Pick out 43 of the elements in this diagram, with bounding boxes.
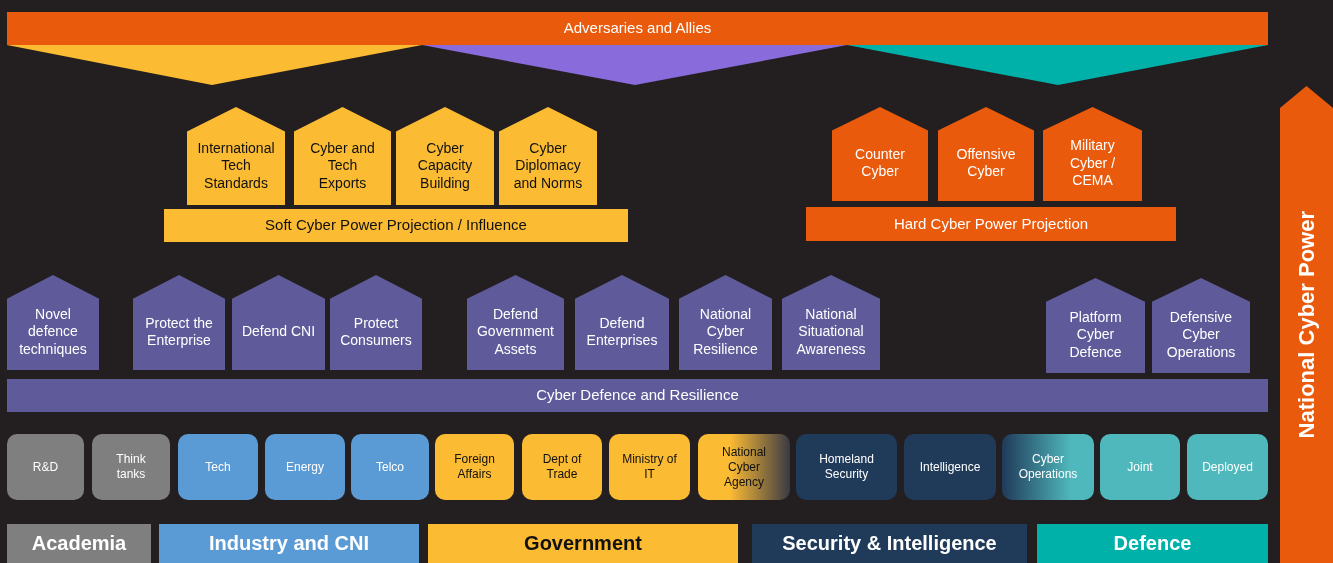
organisation-tile: Think tanks — [92, 434, 170, 500]
house-shape: National Cyber Resilience — [679, 275, 772, 370]
house-shape: Counter Cyber — [832, 107, 928, 201]
organisation-tile: R&D — [7, 434, 84, 500]
house-shape: Offensive Cyber — [938, 107, 1034, 201]
organisation-tile: Deployed — [1187, 434, 1268, 500]
category-bar: Hard Cyber Power Projection — [806, 207, 1176, 241]
organisation-tile: National Cyber Agency — [698, 434, 790, 500]
triangle — [847, 45, 1268, 85]
house-shape: Platform Cyber Defence — [1046, 278, 1145, 373]
house-shape: Defensive Cyber Operations — [1152, 278, 1250, 373]
organisation-tile: Telco — [351, 434, 429, 500]
category-bar: Soft Cyber Power Projection / Influence — [164, 209, 628, 242]
organisation-tile: Intelligence — [904, 434, 996, 500]
house-shape: Novel defence techniques — [7, 275, 99, 370]
sector-bar: Academia — [7, 524, 151, 563]
house-shape: Cyber and Tech Exports — [294, 107, 391, 205]
sector-bar: Government — [428, 524, 738, 563]
house-shape: International Tech Standards — [187, 107, 285, 205]
organisation-tile: Energy — [265, 434, 345, 500]
organisation-tile: Homeland Security — [796, 434, 897, 500]
banner-bar: Adversaries and Allies — [7, 12, 1268, 45]
organisation-tile: Dept of Trade — [522, 434, 602, 500]
house-shape: Defend Enterprises — [575, 275, 669, 370]
house-shape: Defend Government Assets — [467, 275, 564, 370]
organisation-tile: Foreign Affairs — [435, 434, 514, 500]
sector-bar: Industry and CNI — [159, 524, 419, 563]
house-shape: National Situational Awareness — [782, 275, 880, 370]
organisation-tile: Ministry of IT — [609, 434, 690, 500]
organisation-tile: Joint — [1100, 434, 1180, 500]
house-shape: Cyber Diplomacy and Norms — [499, 107, 597, 205]
house-shape: Military Cyber / CEMA — [1043, 107, 1142, 201]
house-shape: Defend CNI — [232, 275, 325, 370]
sector-bar: Security & Intelligence — [752, 524, 1027, 563]
house-shape: Protect the Enterprise — [133, 275, 225, 370]
triangle — [7, 45, 422, 85]
sector-bar: Defence — [1037, 524, 1268, 563]
organisation-tile: Cyber Operations — [1002, 434, 1094, 500]
organisation-tile: Tech — [178, 434, 258, 500]
triangle — [422, 45, 847, 85]
category-bar: Cyber Defence and Resilience — [7, 379, 1268, 412]
house-shape: Protect Consumers — [330, 275, 422, 370]
house-shape: Cyber Capacity Building — [396, 107, 494, 205]
